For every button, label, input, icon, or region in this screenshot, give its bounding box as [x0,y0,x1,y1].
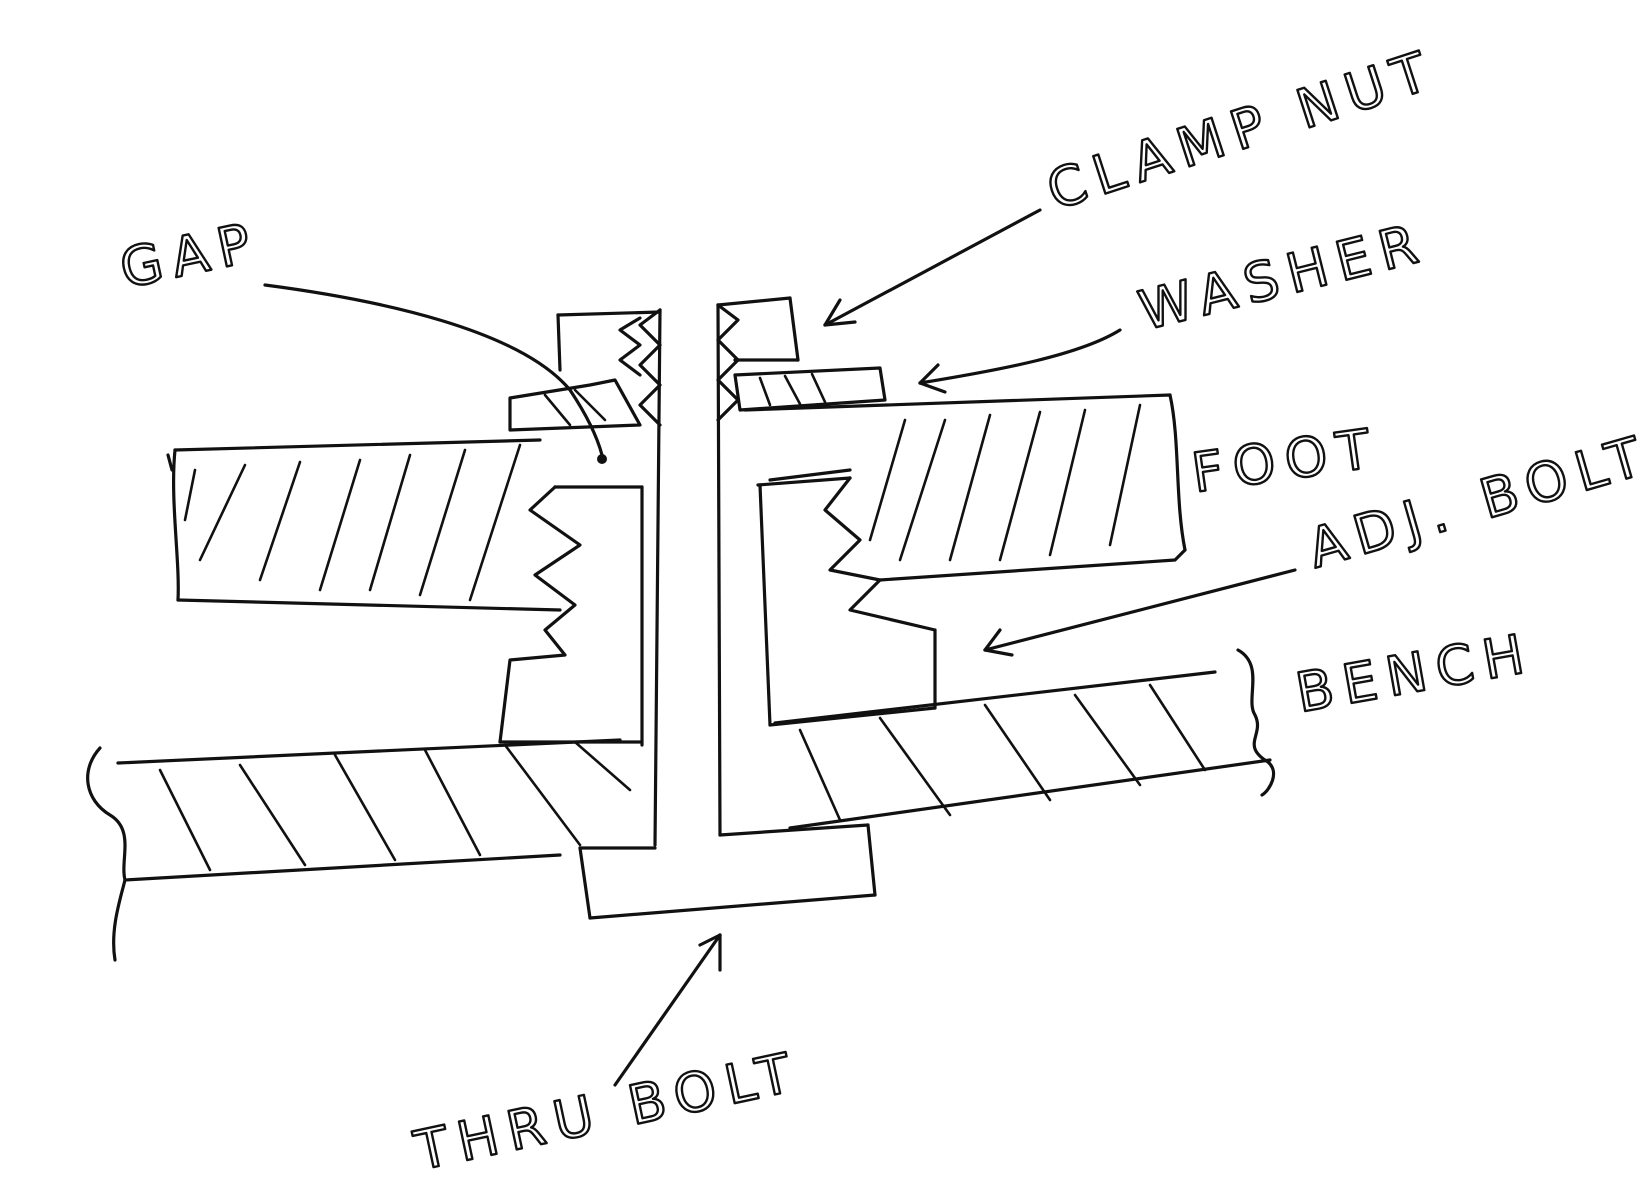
label-foot: FOOT [1188,416,1384,505]
label-clamp-nut: CLAMP NUT [1040,37,1445,222]
label-bench: BENCH [1291,621,1538,725]
foot [166,393,1187,612]
adjustment-bolt [498,476,937,747]
label-gap: GAP [115,210,266,301]
clamp-nut [556,296,800,377]
leader-lines [263,208,1297,1087]
label-thru-bolt: THRU BOLT [409,1040,807,1177]
gap-marker [597,454,607,464]
bench [86,648,1276,962]
washer [508,366,887,432]
label-washer: WASHER [1133,210,1433,342]
